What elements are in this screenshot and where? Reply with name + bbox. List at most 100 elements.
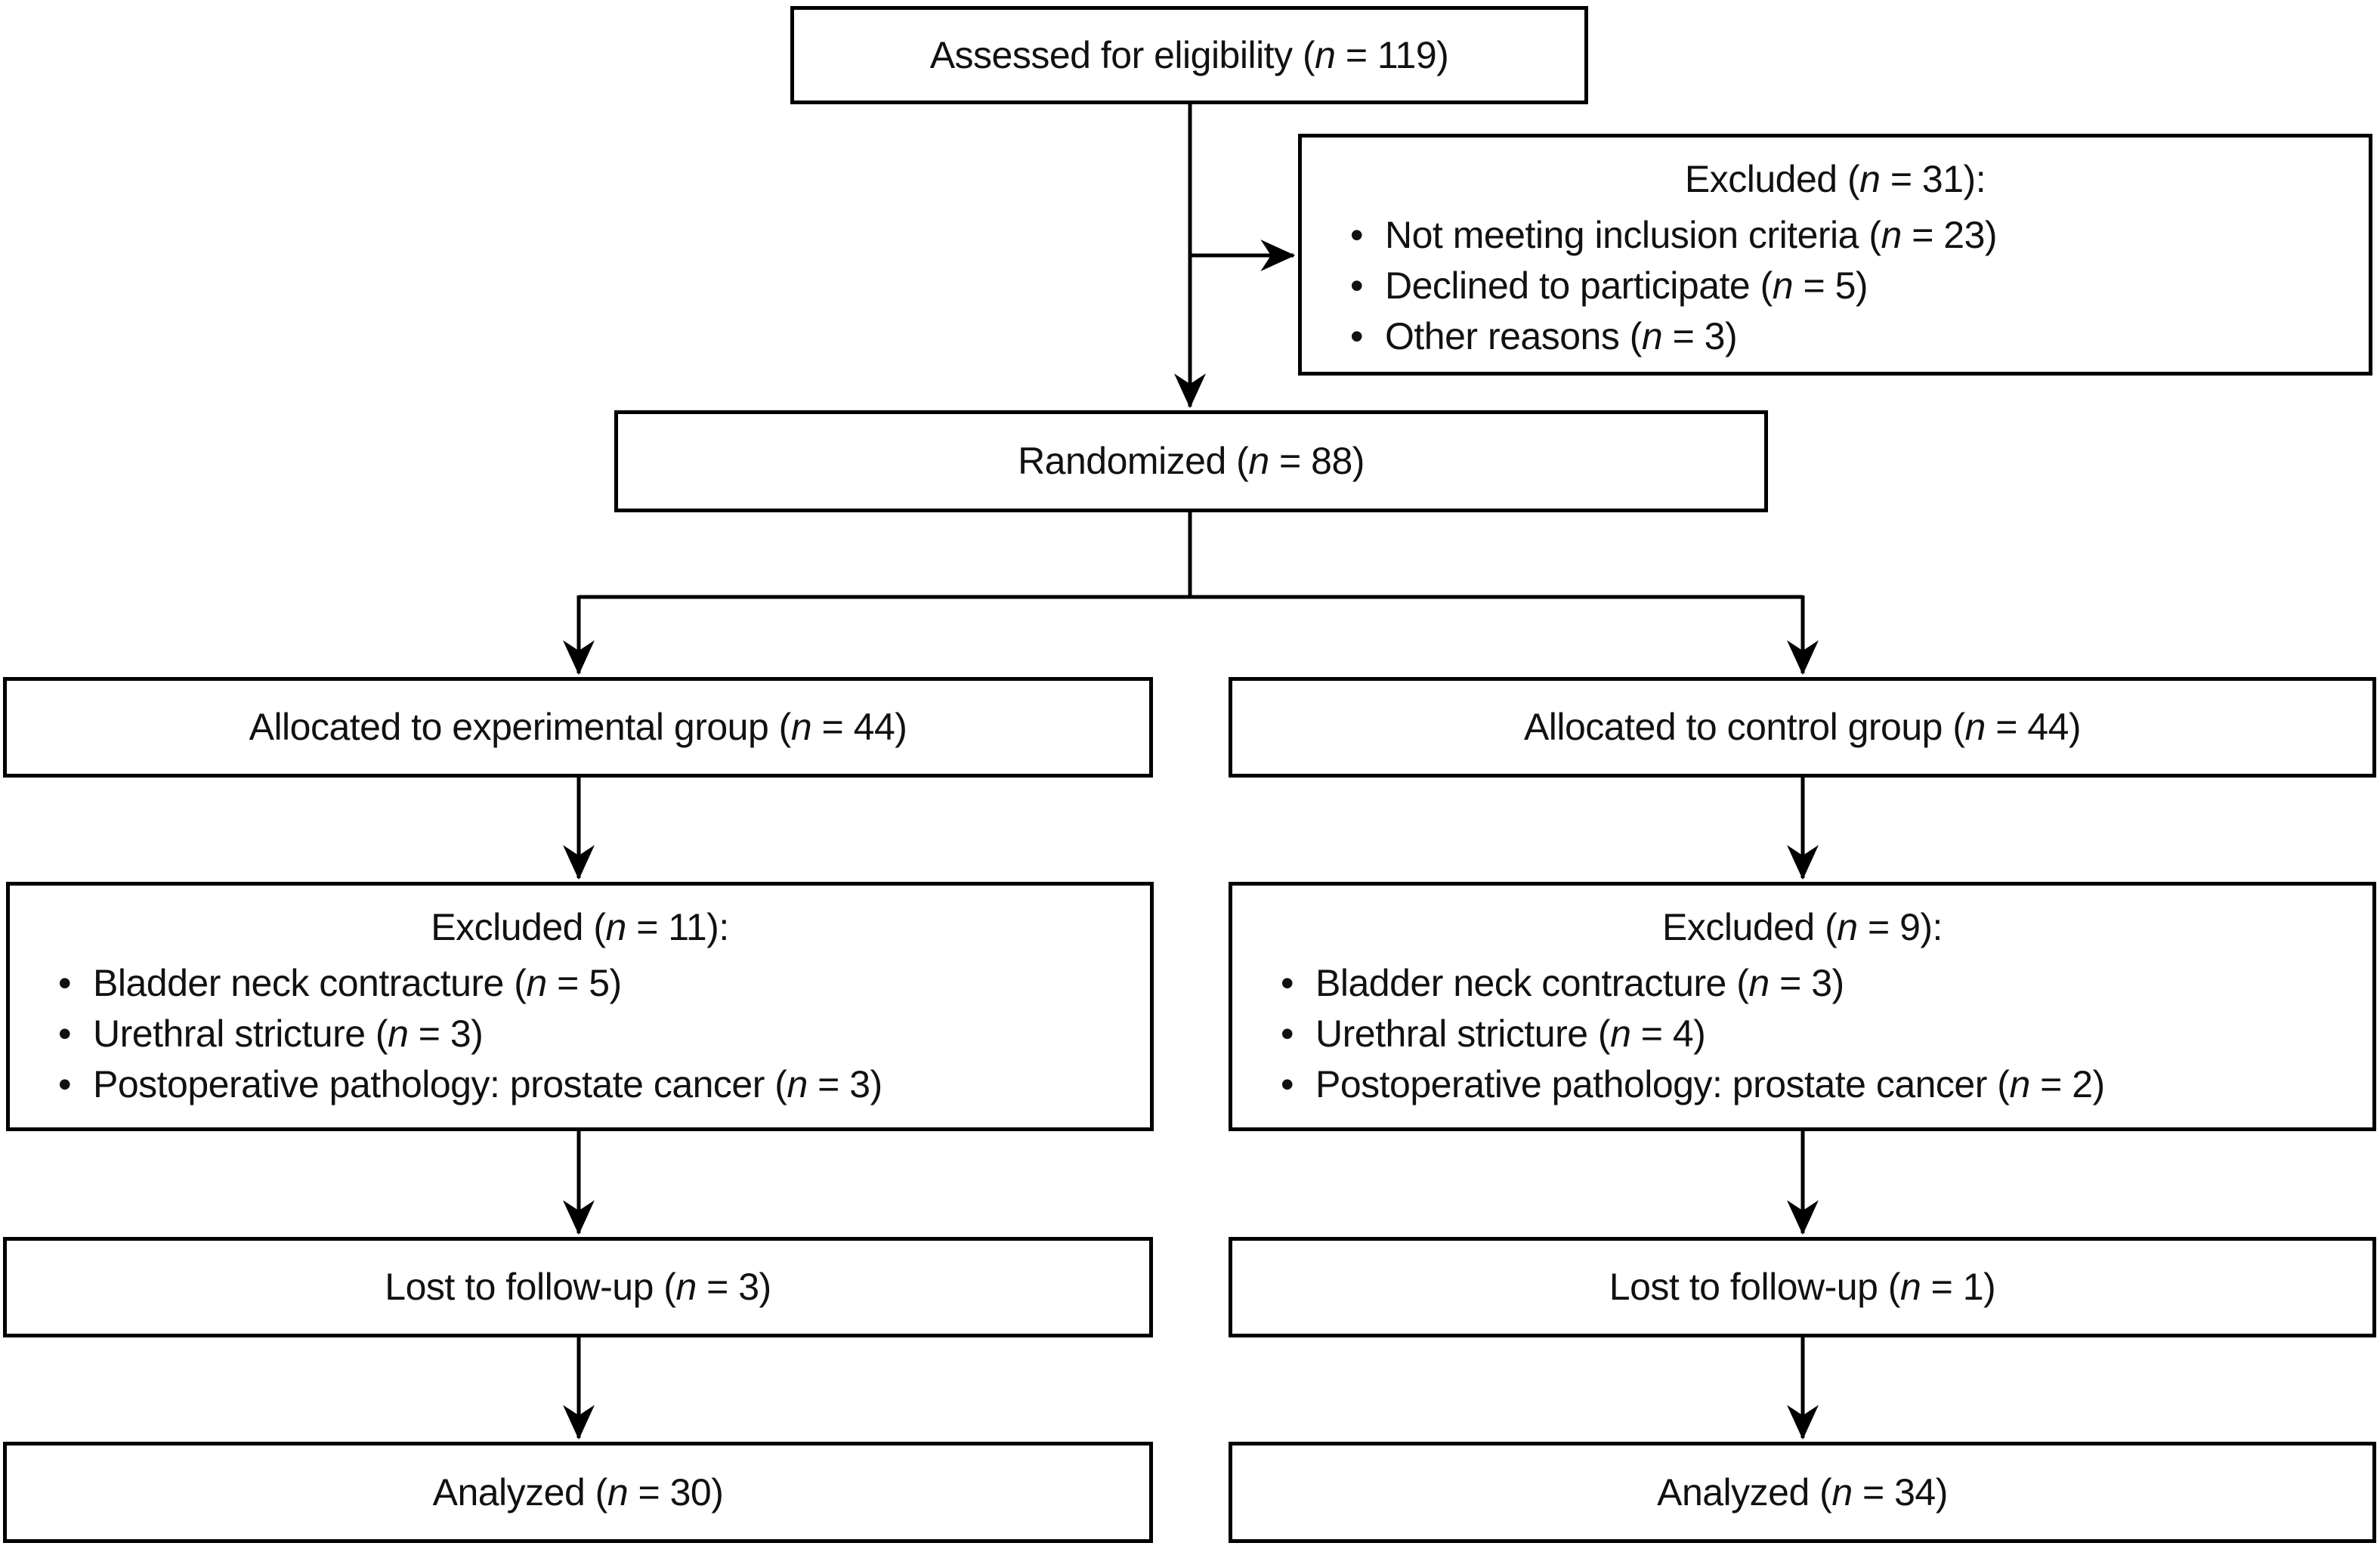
label-pre: Analyzed ( bbox=[1657, 1470, 1832, 1514]
label-post: = 5) bbox=[546, 962, 622, 1004]
analyzed-experimental-label: Analyzed (n = 30) bbox=[433, 1468, 724, 1517]
list-item: •Urethral stricture (n = 4) bbox=[1281, 1009, 2354, 1059]
n-symbol: n bbox=[1831, 1470, 1853, 1514]
excluded-top-list: • Not meeting inclusion criteria ( n = 23)… bbox=[1320, 210, 2351, 362]
label-pre: Urethral stricture ( bbox=[93, 1013, 388, 1055]
randomized-label: Randomized (n = 88) bbox=[1018, 437, 1365, 486]
randomized-box: Randomized (n = 88) bbox=[614, 410, 1768, 512]
bullet-icon: • bbox=[1281, 962, 1294, 1004]
list-item: • Other reasons (n = 3) bbox=[1350, 311, 2351, 362]
label-pre: Excluded ( bbox=[1684, 158, 1860, 200]
excluded-control-title: Excluded (n = 9): bbox=[1250, 902, 2354, 952]
excluded-experimental-title: Excluded (n = 11): bbox=[28, 902, 1132, 952]
label-post: = 3) bbox=[696, 1266, 771, 1308]
excluded-top-title: Excluded (n = 31): bbox=[1320, 154, 2351, 204]
label-post: = 9): bbox=[1857, 906, 1943, 948]
lost-followup-experimental-box: Lost to follow-up (n = 3) bbox=[3, 1237, 1153, 1337]
n-symbol: n bbox=[1964, 706, 1986, 748]
bullet-icon: • bbox=[1281, 1063, 1294, 1105]
excluded-control-list: •Bladder neck contracture (n = 3) •Ureth… bbox=[1250, 958, 2354, 1110]
bullet-icon: • bbox=[1350, 315, 1364, 357]
bullet-icon: • bbox=[58, 962, 72, 1004]
list-item: • Bladder neck contracture (n = 5) bbox=[58, 958, 1132, 1009]
n-symbol: n bbox=[1837, 906, 1858, 948]
label-post: = 5) bbox=[1793, 264, 1868, 307]
label-pre: Postoperative pathology: prostate cancer… bbox=[1315, 1063, 2010, 1105]
label-post: = 23) bbox=[1901, 214, 1998, 256]
label-post: = 88) bbox=[1269, 440, 1365, 482]
label-pre: Bladder neck contracture ( bbox=[93, 962, 527, 1004]
label-post: = 3) bbox=[807, 1063, 882, 1105]
list-item: • Postoperative pathology: prostate cance… bbox=[58, 1059, 1132, 1110]
n-symbol: n bbox=[1315, 33, 1336, 76]
label-pre: Bladder neck contracture ( bbox=[1315, 962, 1749, 1004]
allocated-control-box: Allocated to control group (n = 44) bbox=[1229, 677, 2376, 778]
excluded-top-box: Excluded (n = 31): •Not meeting inclusio… bbox=[1298, 134, 2372, 376]
allocated-experimental-label: Allocated to experimental group (n = 44) bbox=[249, 703, 907, 752]
bullet-icon: • bbox=[1350, 264, 1364, 307]
label-post: = 3) bbox=[1769, 962, 1844, 1004]
n-symbol: n bbox=[388, 1013, 409, 1055]
n-symbol: n bbox=[1748, 962, 1770, 1004]
lost-followup-control-label: Lost to follow-up (n = 1) bbox=[1609, 1263, 1996, 1312]
label-pre: Urethral stricture ( bbox=[1315, 1013, 1611, 1055]
analyzed-control-label: Analyzed (n = 34) bbox=[1657, 1468, 1948, 1517]
n-symbol: n bbox=[607, 1470, 629, 1514]
bullet-icon: • bbox=[58, 1013, 72, 1055]
n-symbol: n bbox=[1641, 315, 1663, 357]
analyzed-experimental-box: Analyzed (n = 30) bbox=[3, 1442, 1153, 1543]
bullet-icon: • bbox=[1350, 214, 1364, 256]
label-pre: Assessed for eligibility ( bbox=[929, 33, 1315, 76]
label-post: = 2) bbox=[2029, 1063, 2105, 1105]
label-post: = 31): bbox=[1880, 158, 1986, 200]
n-symbol: n bbox=[2009, 1063, 2030, 1105]
label-post: = 44) bbox=[811, 706, 907, 748]
n-symbol: n bbox=[526, 962, 547, 1004]
n-symbol: n bbox=[675, 1266, 697, 1308]
label-post: = 11): bbox=[626, 906, 729, 948]
list-item: • Urethral stricture (n = 3) bbox=[58, 1009, 1132, 1059]
allocated-control-label: Allocated to control group (n = 44) bbox=[1523, 703, 2082, 752]
excluded-experimental-list: •Bladder neck contracture (n = 5) •Ureth… bbox=[28, 958, 1132, 1110]
assessed-label: Assessed for eligibility (n = 119) bbox=[930, 31, 1449, 80]
label-pre: Analyzed ( bbox=[432, 1470, 608, 1514]
lost-followup-control-box: Lost to follow-up (n = 1) bbox=[1229, 1237, 2376, 1337]
n-symbol: n bbox=[605, 906, 626, 948]
label-post: = 30) bbox=[628, 1470, 724, 1514]
label-pre: Allocated to experimental group ( bbox=[249, 706, 792, 748]
list-item: • Bladder neck contracture (n = 3) bbox=[1281, 958, 2354, 1009]
n-symbol: n bbox=[787, 1063, 808, 1105]
analyzed-control-box: Analyzed (n = 34) bbox=[1229, 1442, 2376, 1543]
bullet-icon: • bbox=[58, 1063, 72, 1105]
label-pre: Excluded ( bbox=[431, 906, 606, 948]
excluded-control-box: Excluded (n = 9): •Bladder neck contract… bbox=[1229, 882, 2376, 1131]
label-post: = 1) bbox=[1921, 1266, 1996, 1308]
n-symbol: n bbox=[1248, 440, 1269, 482]
label-post: = 4) bbox=[1630, 1013, 1706, 1055]
list-item: • Declined to participate (n = 5) bbox=[1350, 261, 2351, 311]
label-pre: Excluded ( bbox=[1662, 906, 1838, 948]
lost-followup-experimental-label: Lost to follow-up (n = 3) bbox=[385, 1263, 771, 1312]
label-pre: Randomized ( bbox=[1018, 440, 1249, 482]
assessed-box: Assessed for eligibility (n = 119) bbox=[790, 6, 1588, 104]
label-post: = 3) bbox=[1662, 315, 1738, 357]
label-pre: Lost to follow-up ( bbox=[385, 1266, 676, 1308]
n-symbol: n bbox=[790, 706, 812, 748]
label-pre: Postoperative pathology: prostate cancer… bbox=[93, 1063, 787, 1105]
label-pre: Not meeting inclusion criteria ( bbox=[1385, 214, 1881, 256]
n-symbol: n bbox=[1859, 158, 1881, 200]
label-post: = 3) bbox=[408, 1013, 484, 1055]
allocated-experimental-box: Allocated to experimental group (n = 44) bbox=[3, 677, 1153, 778]
label-pre: Allocated to control group ( bbox=[1523, 706, 1965, 748]
bullet-icon: • bbox=[1281, 1013, 1294, 1055]
label-pre: Other reasons ( bbox=[1385, 315, 1642, 357]
label-pre: Lost to follow-up ( bbox=[1609, 1266, 1901, 1308]
label-pre: Declined to participate ( bbox=[1385, 264, 1773, 307]
list-item: •Not meeting inclusion criteria (n = 23) bbox=[1350, 210, 2351, 261]
n-symbol: n bbox=[1772, 264, 1794, 307]
excluded-experimental-box: Excluded (n = 11): •Bladder neck contrac… bbox=[6, 882, 1154, 1131]
n-symbol: n bbox=[1899, 1266, 1921, 1308]
list-item: • Postoperative pathology: prostate cance… bbox=[1281, 1059, 2354, 1110]
